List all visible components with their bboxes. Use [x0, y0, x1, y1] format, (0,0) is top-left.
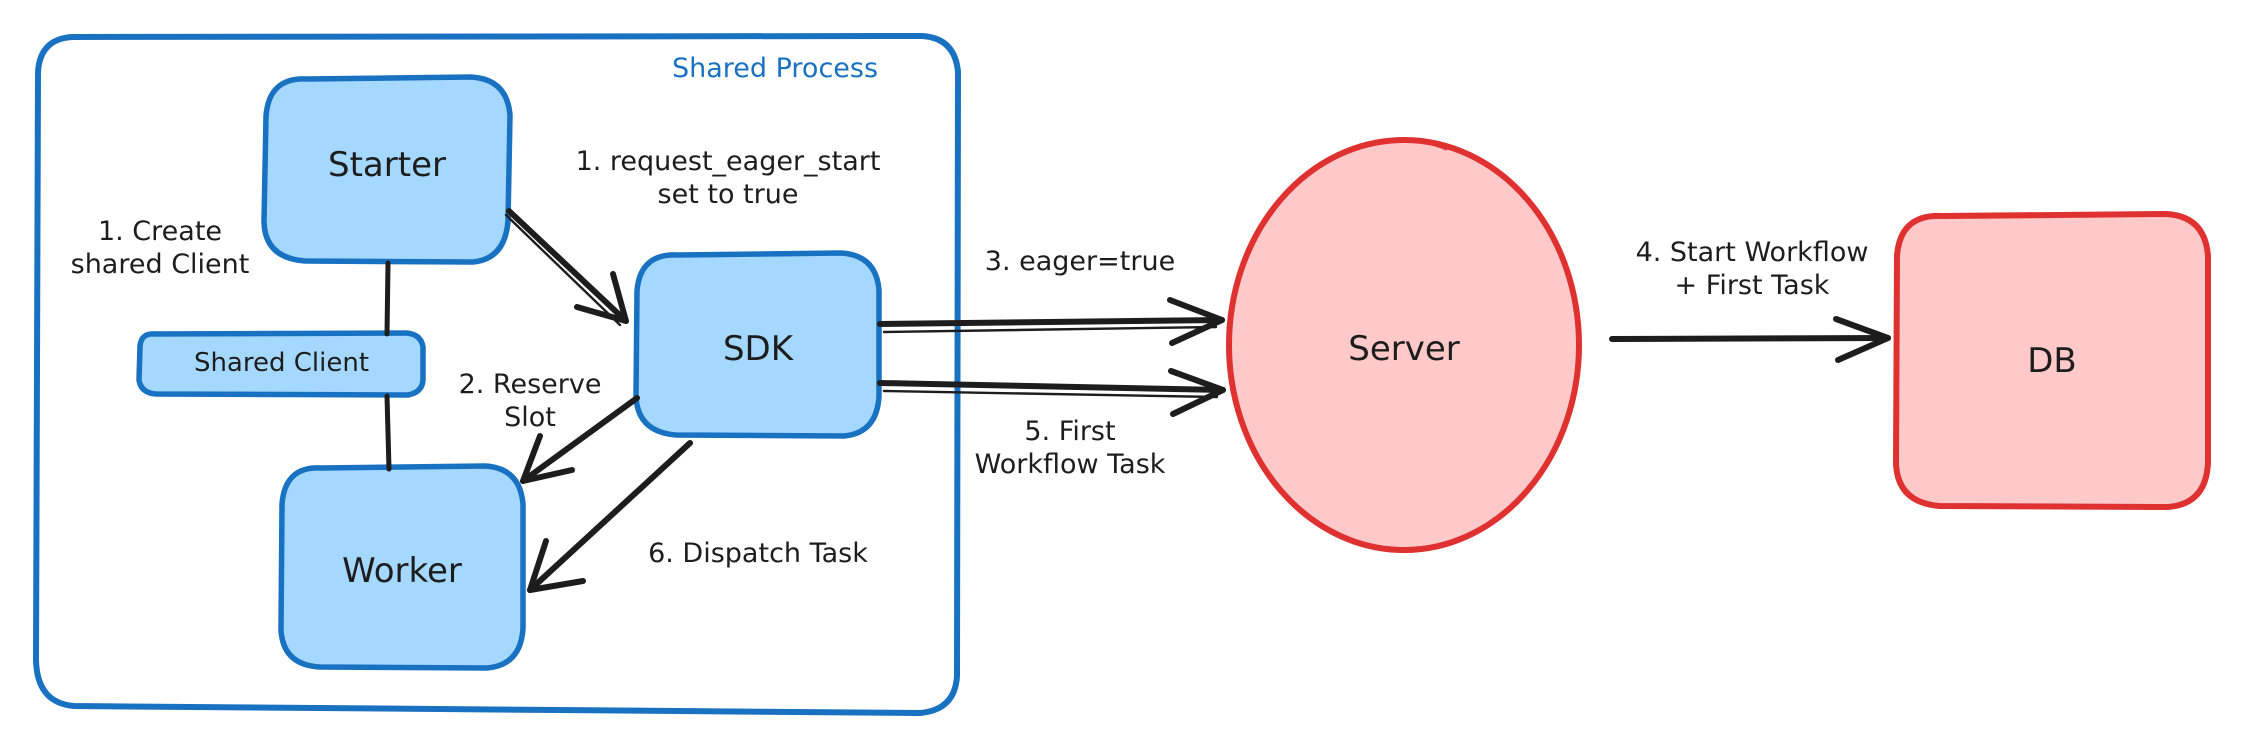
- node-shared-client-shape[interactable]: [136, 330, 426, 398]
- edge-shared-client-worker: [384, 393, 392, 472]
- node-server-shape[interactable]: [1226, 137, 1582, 553]
- edge-server-db: [1609, 316, 1891, 363]
- edge-starter-sdk: [504, 208, 629, 327]
- edge-sdk-server-first-task: [877, 368, 1226, 417]
- node-worker-shape[interactable]: [278, 463, 526, 671]
- node-db-shape[interactable]: [1893, 211, 2211, 510]
- edge-sdk-server-eager: [877, 297, 1225, 346]
- node-starter-shape[interactable]: [261, 74, 513, 265]
- edge-sdk-worker-reserve: [520, 395, 640, 484]
- edge-starter-shared-client: [384, 260, 391, 337]
- node-sdk-shape[interactable]: [633, 250, 882, 439]
- edge-sdk-worker-dispatch: [527, 440, 693, 593]
